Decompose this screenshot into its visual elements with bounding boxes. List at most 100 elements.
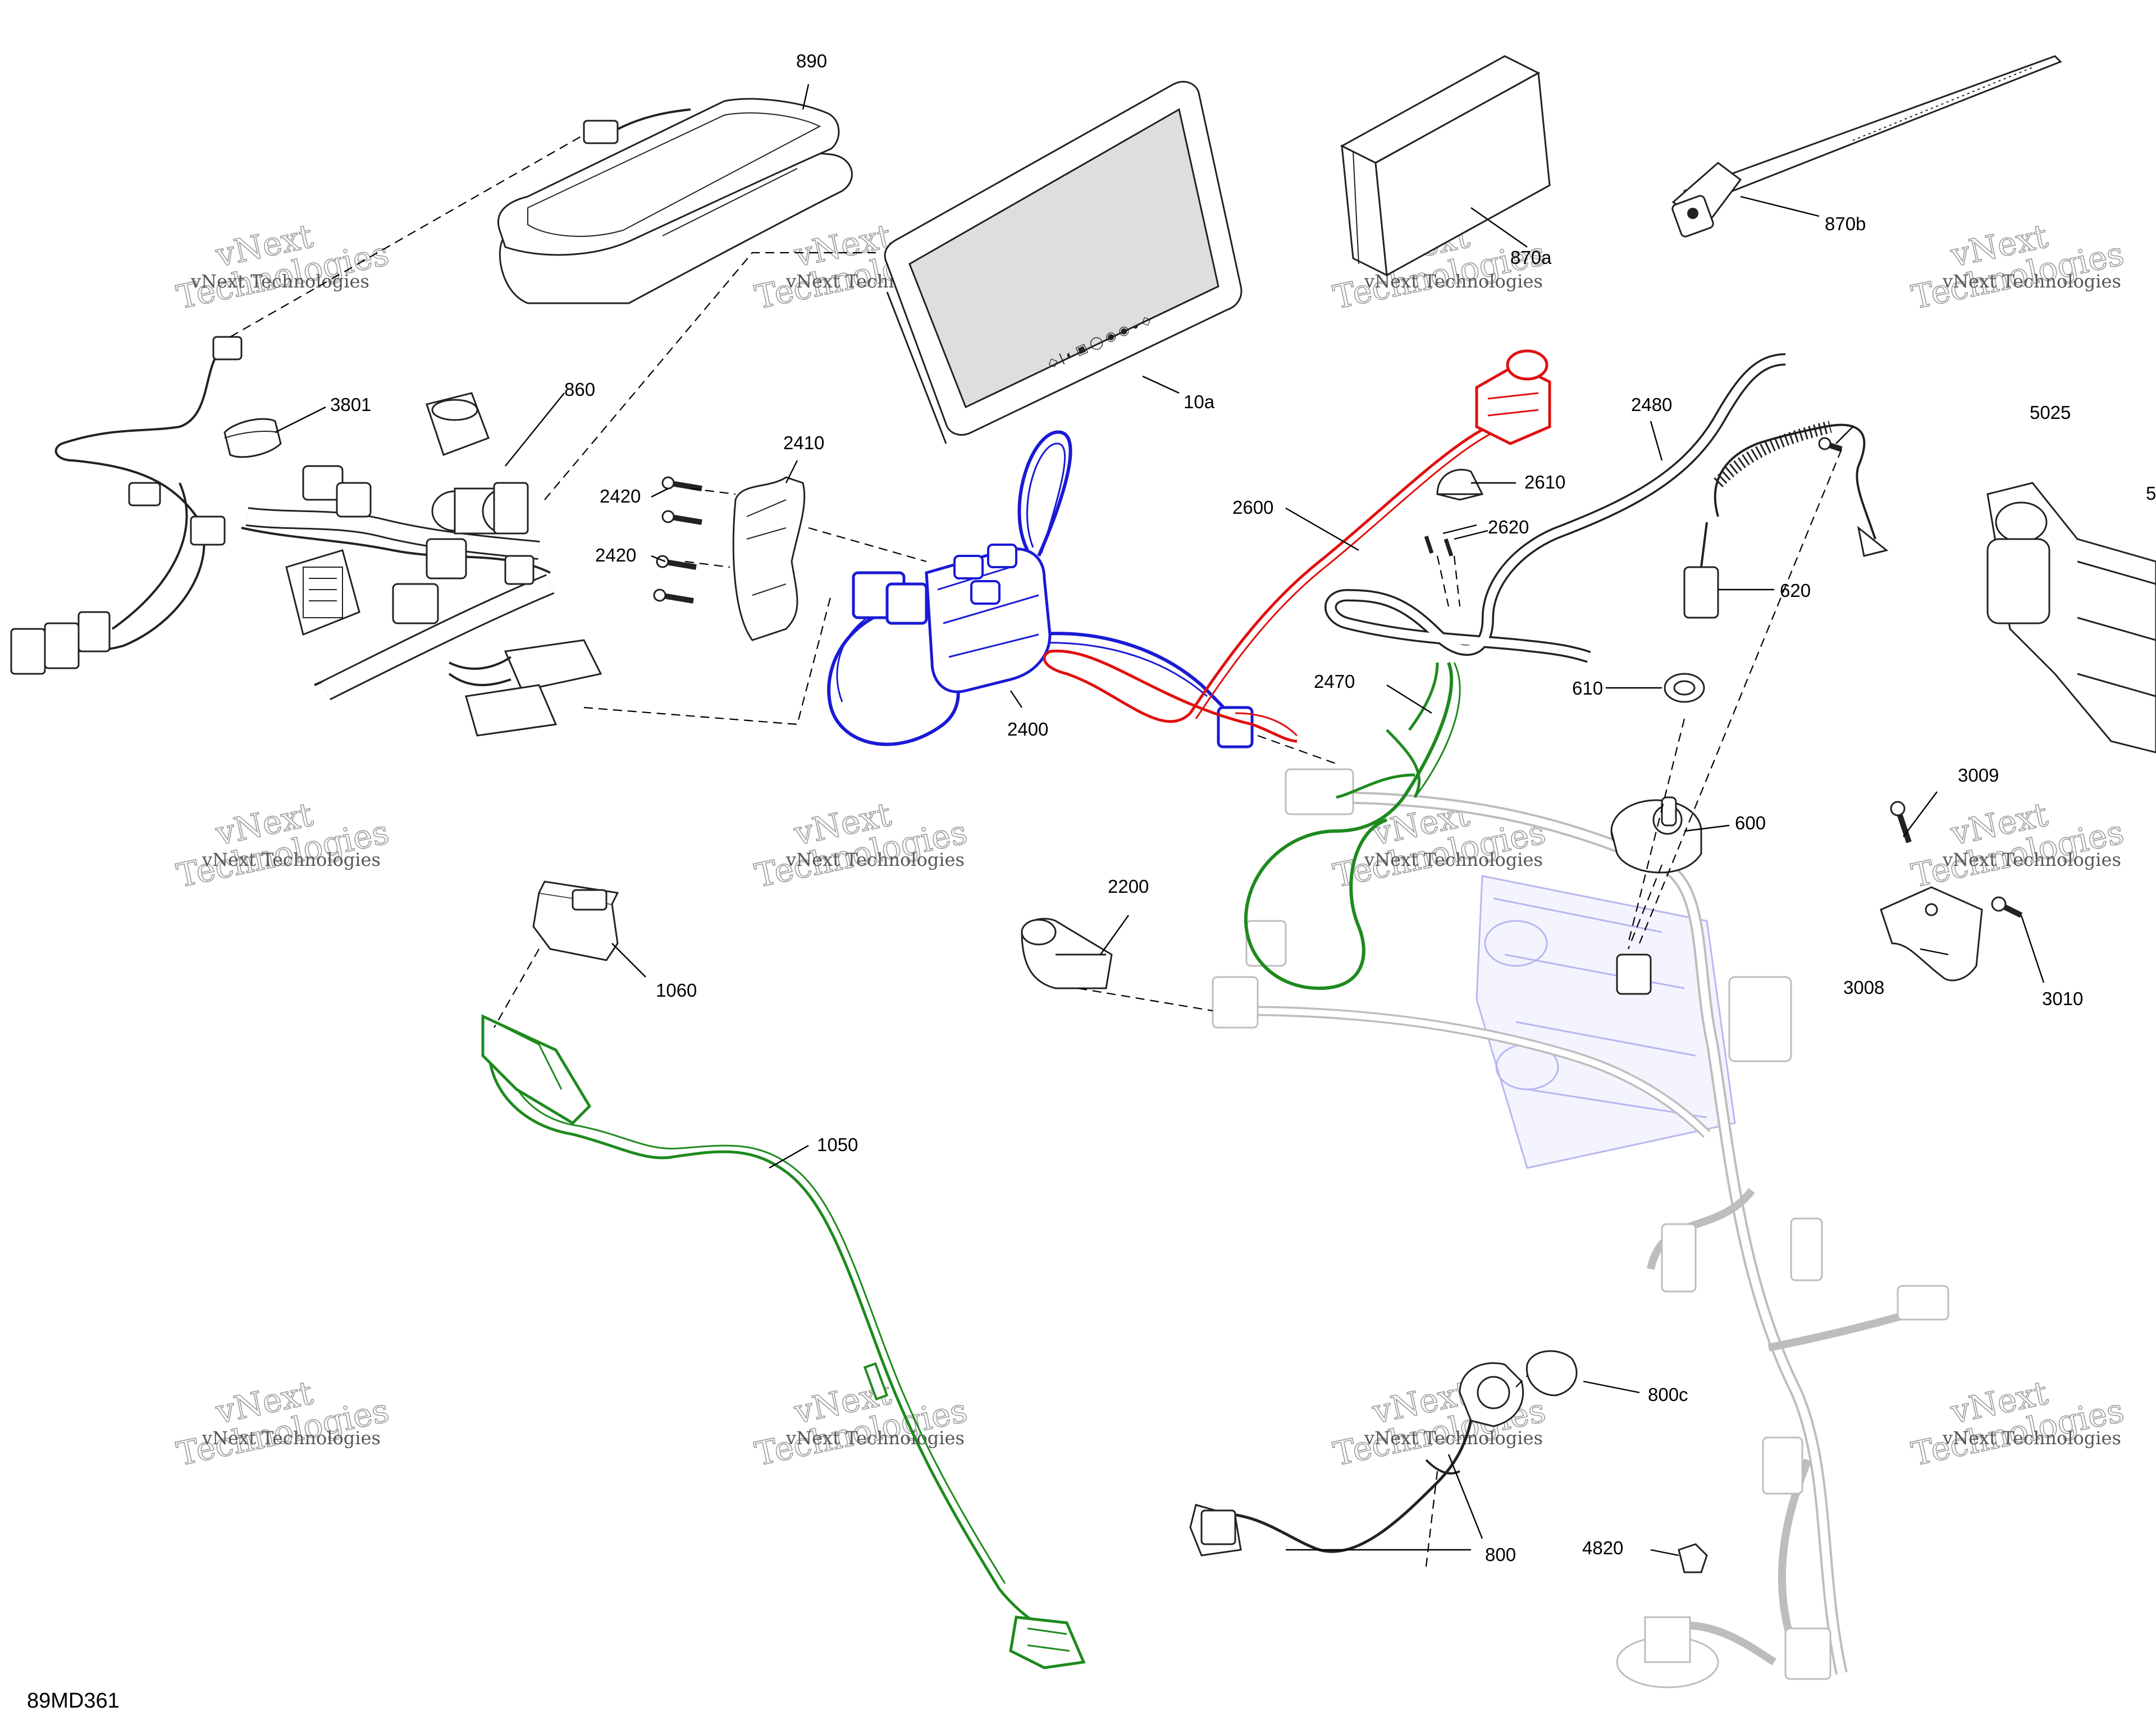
watermark-text: vNext Technologies — [202, 849, 381, 870]
ghost-connector — [1661, 1223, 1697, 1293]
dashboard-harness — [10, 336, 602, 737]
ghost-connector — [1897, 1285, 1949, 1321]
leader-lines — [275, 84, 2045, 1557]
module-890 — [497, 98, 853, 304]
clip-3801 — [223, 418, 282, 458]
label-800: 800 — [1485, 1544, 1516, 1565]
switch-button — [953, 555, 984, 579]
watermark: vNext Technologies vNext Technologies — [173, 795, 392, 895]
watermark-text: vNext Technologies — [1942, 849, 2121, 870]
harness-2600 — [1043, 349, 1551, 743]
cap-800c — [1525, 1350, 1578, 1397]
connector-small — [190, 515, 226, 546]
harness-2470 — [1244, 661, 1461, 991]
connector-small — [44, 622, 80, 669]
main-harness-connector — [1616, 953, 1652, 995]
label-1060: 1060 — [656, 980, 697, 1001]
power-socket — [431, 482, 529, 535]
label-4820: 4820 — [1582, 1537, 1623, 1558]
connector-small — [10, 628, 46, 675]
label-870b: 870b — [1825, 213, 1866, 234]
label-2470: 2470 — [1314, 671, 1355, 692]
coil-cord-620 — [1683, 421, 1889, 619]
ghost-connector — [1790, 1217, 1823, 1281]
label-2420: 2420 — [600, 486, 641, 506]
switch-harness-2400 — [827, 430, 1254, 749]
cover-2410 — [732, 476, 806, 641]
watermark-text: vNext Technologies — [785, 849, 965, 870]
ghost-connector — [1212, 976, 1259, 1029]
screw-2420 — [653, 476, 702, 604]
watermark: vNext Technologies vNext Technologies — [1908, 216, 2127, 317]
switch-red — [1475, 349, 1551, 445]
label-10a: 10a — [1184, 391, 1215, 412]
label-600: 600 — [1735, 813, 1766, 833]
label-3010: 3010 — [2042, 988, 2083, 1009]
watermark-text: vNext Technologies — [190, 271, 369, 292]
label-890: 890 — [796, 51, 827, 71]
watermark-text: vNext Technologies — [785, 1427, 965, 1449]
watermark-text: vNext Technologies — [1364, 271, 1543, 292]
label-860: 860 — [564, 379, 595, 400]
screw-2620 — [1424, 535, 1454, 557]
assembly-lines — [230, 134, 1843, 1567]
label-2480: 2480 — [1631, 394, 1672, 415]
label-620: 620 — [1780, 580, 1811, 601]
ghost-fuse-box — [1728, 976, 1792, 1062]
ghost-connector — [1762, 1436, 1803, 1495]
strap-870b — [1671, 55, 2062, 238]
nut-4820 — [1678, 1543, 1708, 1573]
screw-3009 — [1890, 801, 1912, 843]
module-connector — [583, 120, 619, 144]
hose-2480 — [1324, 353, 1786, 663]
connector-small — [212, 336, 243, 360]
watermark: vNext Technologies vNext Technologies — [173, 216, 392, 317]
ghost-connector — [1245, 920, 1287, 967]
watermark-text: vNext Technologies — [1942, 271, 2121, 292]
screw-5025 — [1818, 437, 1843, 452]
label-870a: 870a — [1510, 247, 1552, 268]
label-5025: 5025 — [2030, 402, 2071, 423]
connector-small — [426, 538, 467, 579]
watermark: vNext Technologies vNext Technologies — [751, 795, 971, 895]
part-labels: 890 10a 870a 870b 3801 860 2410 2420 242… — [330, 51, 2156, 1565]
label-5: 5 — [2146, 483, 2156, 504]
switch-button — [987, 544, 1017, 568]
switch-button — [970, 580, 1001, 605]
main-harness-ghost — [1212, 768, 1949, 1689]
connector-small — [336, 482, 372, 518]
label-2620: 2620 — [1488, 517, 1529, 537]
label-1050: 1050 — [817, 1134, 858, 1155]
label-610: 610 — [1572, 678, 1603, 699]
box-870a — [1340, 55, 1551, 277]
watermark-text: vNext Technologies — [1942, 1427, 2121, 1449]
switch-connector — [885, 582, 928, 625]
harness-1050 — [481, 1014, 1086, 1669]
label-3008: 3008 — [1843, 977, 1884, 998]
ghost-relay — [1616, 1616, 1719, 1689]
display-10a: ◇ | ◐ ▣ ◯ ◉ ◉ ◒ ◇ — [884, 81, 1243, 444]
dc-outlet — [426, 392, 490, 456]
label-800c: 800c — [1648, 1384, 1688, 1405]
connector-small — [77, 611, 111, 652]
label-3009: 3009 — [1958, 765, 1999, 786]
steering-module-5 — [1986, 482, 2156, 754]
connector-small — [504, 555, 535, 585]
label-2600: 2600 — [1232, 497, 1273, 518]
ghost-connector — [1285, 768, 1354, 815]
cord-connector — [1683, 566, 1719, 619]
label-3801: 3801 — [330, 394, 371, 415]
watermark: vNext Technologies vNext Technologies — [173, 1373, 392, 1473]
watermark-text: vNext Technologies — [1364, 1427, 1543, 1449]
watermark: vNext Technologies vNext Technologies — [1908, 795, 2127, 895]
sensor-2200 — [1021, 918, 1113, 989]
connector-small — [128, 482, 161, 506]
ghost-ecu-block — [1476, 875, 1736, 1169]
connector-small — [392, 583, 439, 624]
label-2200: 2200 — [1108, 876, 1149, 897]
bracket-2610 — [1436, 468, 1484, 501]
watermark-text: vNext Technologies — [1364, 849, 1543, 870]
ignition-600 — [1610, 796, 1702, 874]
screw-3010 — [1991, 896, 2023, 918]
